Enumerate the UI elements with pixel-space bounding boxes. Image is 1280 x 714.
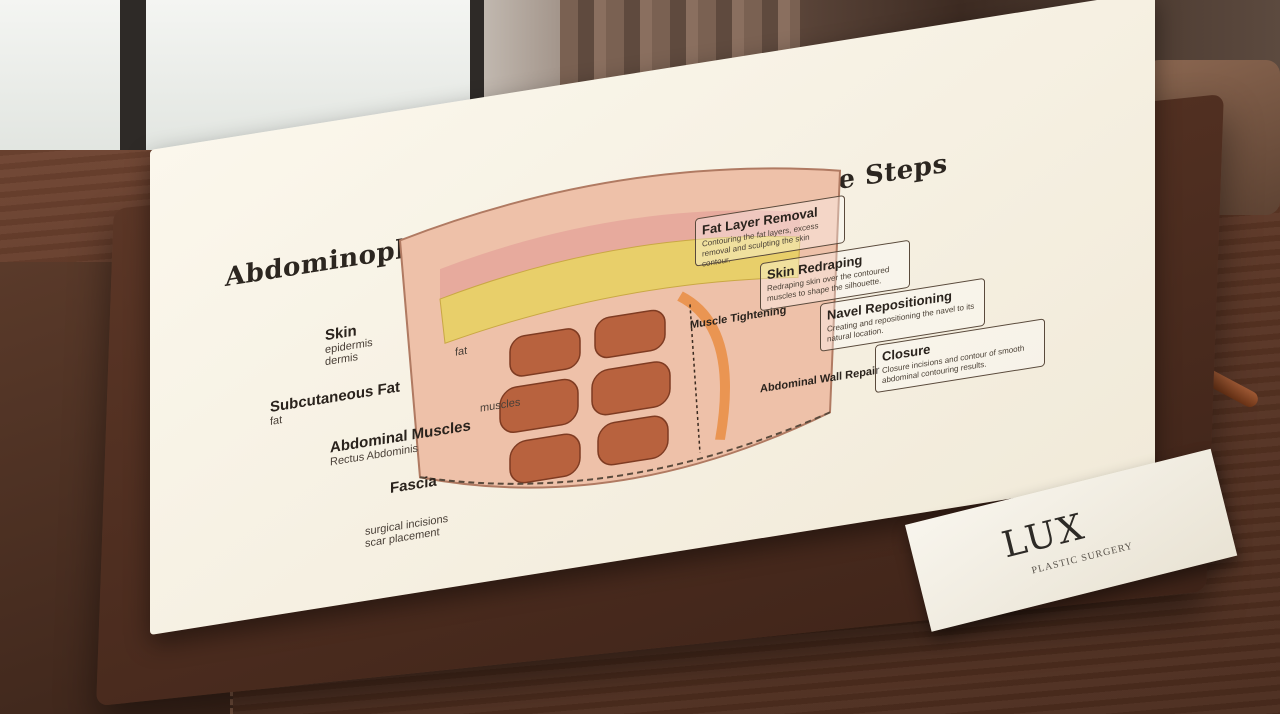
window-mullion [120, 0, 146, 175]
label-skin: Skin epidermis dermis [325, 320, 373, 368]
abdomen-illustration [398, 167, 842, 489]
diagram-card: Abdominoplasty (Tummy Tuck) Procedure St… [150, 0, 1155, 636]
inner-label-fat: fat [455, 344, 468, 359]
